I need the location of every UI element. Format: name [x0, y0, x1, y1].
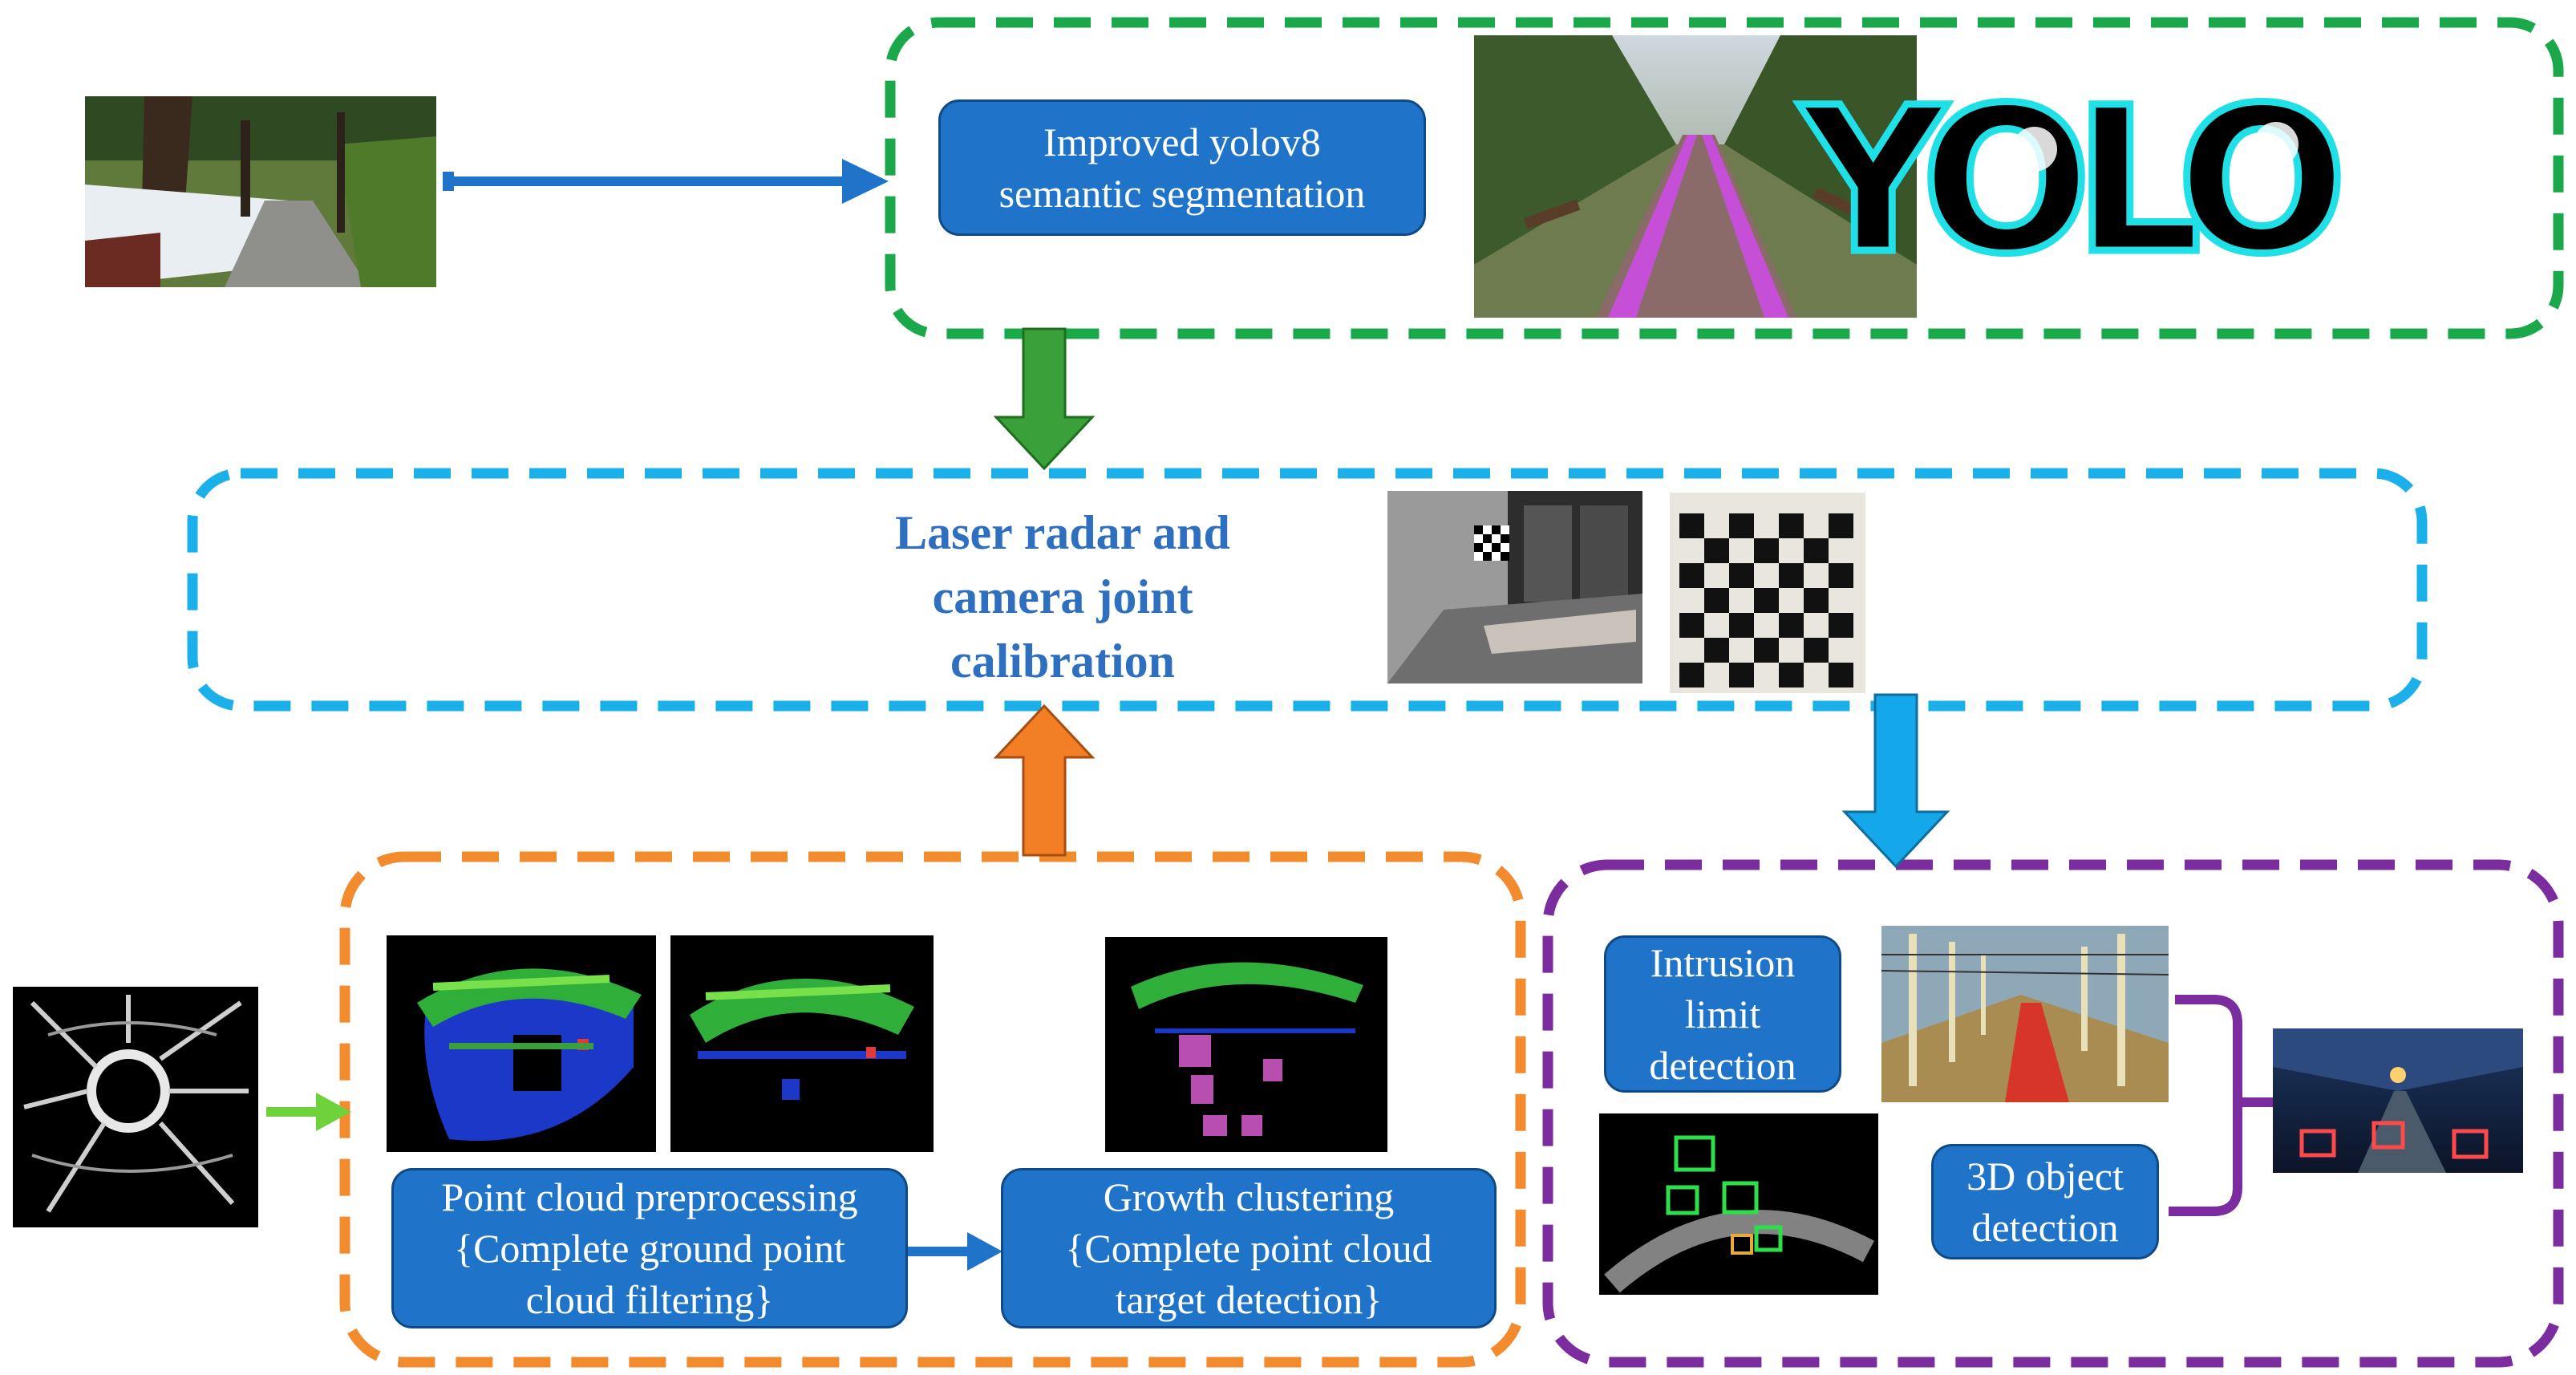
checker-square — [1679, 563, 1704, 588]
raw-lidar-to-pointcloud-arrow — [266, 1093, 351, 1131]
svg-text:YOLO: YOLO — [1798, 64, 2337, 298]
checker-square — [1829, 613, 1853, 638]
intrusion-label-box: Intrusion limit detection — [1604, 935, 1841, 1093]
checker-square — [1729, 563, 1754, 588]
segmentation-label-box: Improved yolov8 semantic segmentation — [938, 99, 1426, 236]
raw-lidar-input — [13, 987, 258, 1227]
checker-square — [1804, 638, 1829, 663]
detection-merge-bracket — [2169, 995, 2273, 1216]
checker-square — [1754, 638, 1779, 663]
checker-square — [1754, 538, 1779, 563]
checker-square — [1679, 613, 1704, 638]
checker-square — [1779, 513, 1804, 538]
checker-square — [1679, 663, 1704, 688]
pointcloud-to-calibration-arrow — [993, 704, 1096, 857]
station-detection-photo — [2273, 1028, 2523, 1173]
checkerboard-photo — [1670, 493, 1865, 693]
segmentation-to-calibration-arrow — [993, 327, 1096, 471]
checker-square — [1704, 638, 1729, 663]
checker-square — [1829, 513, 1853, 538]
calibration-group-border — [187, 468, 2428, 712]
checker-square — [1779, 563, 1804, 588]
preprocessing-to-clustering-arrow — [905, 1232, 1002, 1271]
calibration-title: Laser radar and camera joint calibration — [895, 506, 1230, 688]
yolo-logo: YOLO — [1795, 61, 2359, 302]
input-street-photo — [85, 96, 436, 287]
checker-square — [1829, 663, 1853, 688]
checker-square — [1729, 663, 1754, 688]
3d-detection-pointcloud — [1599, 1113, 1878, 1295]
pointcloud-raw-scan — [387, 935, 656, 1152]
preprocessing-label-box: Point cloud preprocessing {Complete grou… — [391, 1168, 908, 1328]
checker-square — [1729, 613, 1754, 638]
railway-catenary-photo — [1881, 926, 2169, 1102]
calibration-to-detection-arrow — [1841, 693, 1950, 869]
checker-square — [1779, 663, 1804, 688]
clustering-label-box: Growth clustering {Complete point cloud … — [1001, 1168, 1497, 1328]
segmentation-group-border — [885, 17, 2564, 339]
checker-square — [1829, 563, 1853, 588]
detection-group-border — [1542, 859, 2564, 1368]
checker-square — [1729, 513, 1754, 538]
object-detection-label-box: 3D object detection — [1931, 1144, 2159, 1259]
checker-square — [1779, 613, 1804, 638]
checker-square — [1704, 538, 1729, 563]
pointcloud-ground-filtered — [670, 935, 934, 1152]
input-to-segmentation-arrow — [443, 159, 889, 204]
checker-square — [1754, 588, 1779, 613]
railway-scene-photo — [1474, 35, 1917, 318]
checker-square — [1804, 538, 1829, 563]
lidar-calibration-scene — [1387, 491, 1642, 683]
pointcloud-clusters — [1105, 937, 1387, 1152]
checker-square — [1704, 588, 1729, 613]
checker-square — [1804, 588, 1829, 613]
checker-square — [1679, 513, 1704, 538]
